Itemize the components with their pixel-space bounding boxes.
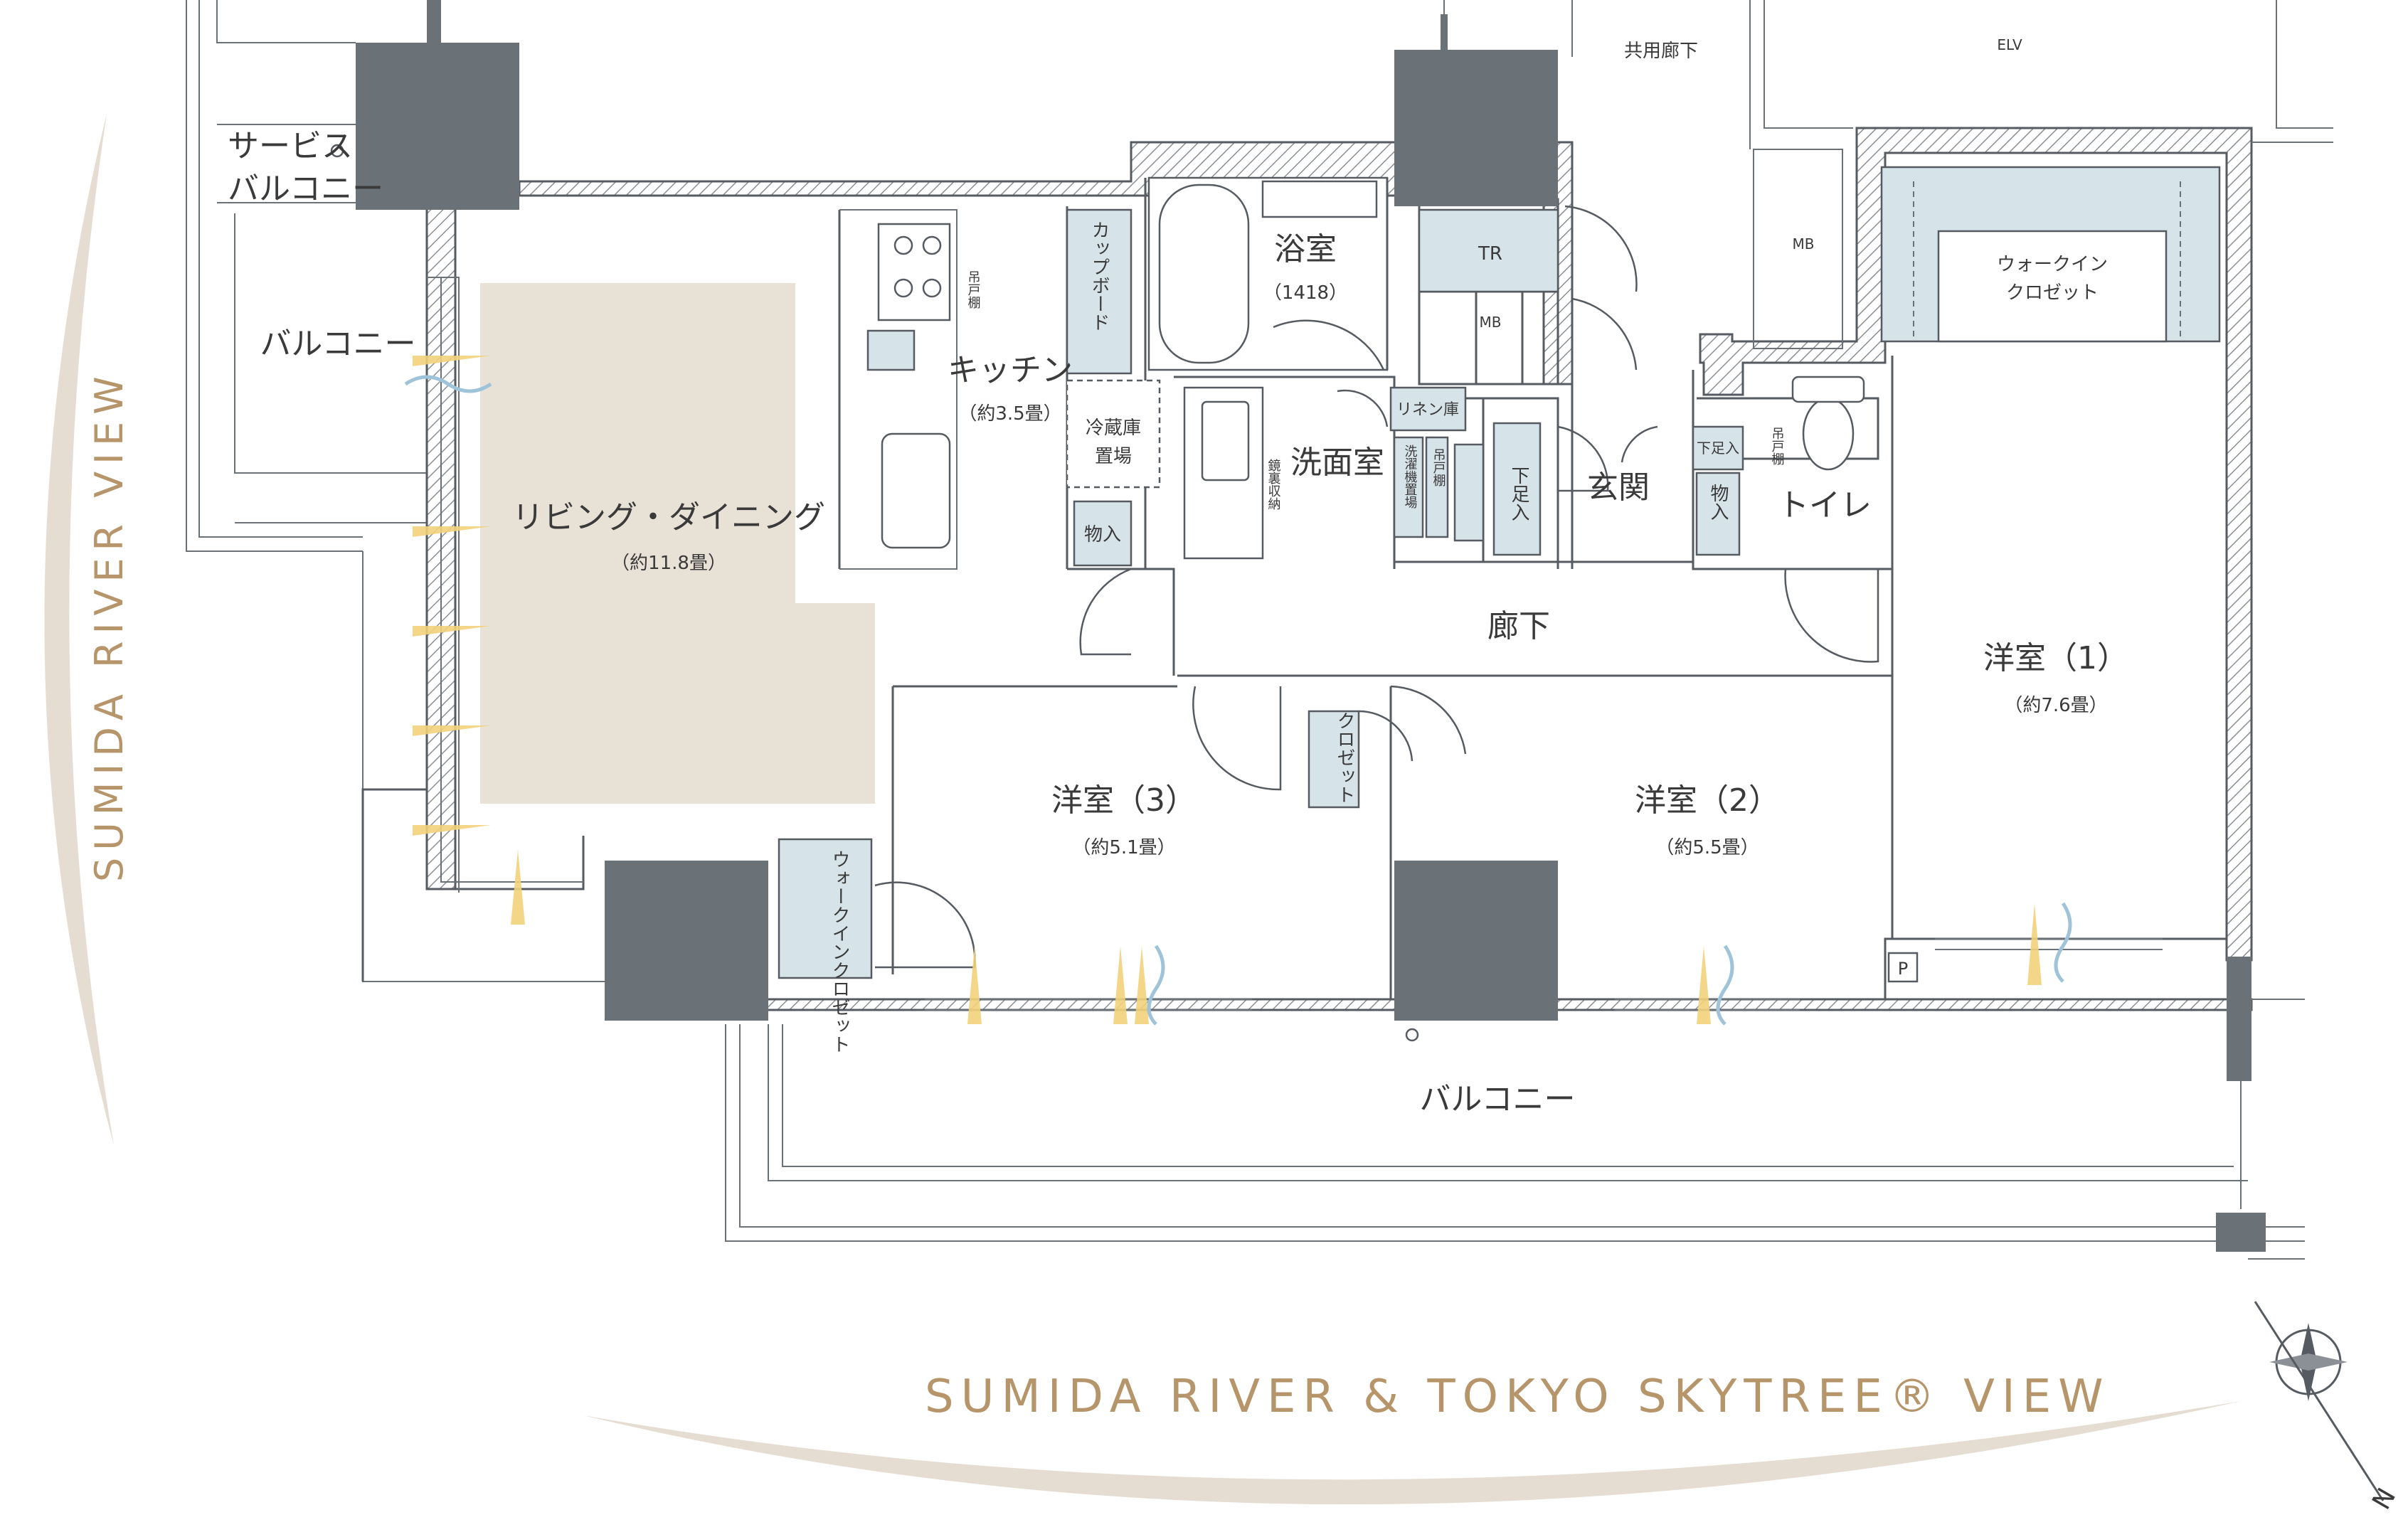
- doors: [874, 205, 1879, 969]
- ldk-floor: [480, 283, 875, 804]
- room3-size: （約5.1畳）: [1072, 837, 1175, 858]
- fridge-label-2: 置場: [1095, 446, 1132, 467]
- closet2-label: クロゼット: [1334, 711, 1355, 804]
- entrance-label: 玄関: [1587, 469, 1650, 506]
- fridge-label-1: 冷蔵庫: [1086, 417, 1141, 439]
- balcony-tap: [1405, 1028, 1419, 1042]
- kitchen-hanging-shelf: 吊戸棚: [966, 270, 981, 309]
- bath-label: 浴室: [1274, 231, 1337, 267]
- toilet-label: トイレ: [1778, 487, 1872, 523]
- room1-size: （約7.6畳）: [2004, 695, 2107, 716]
- left-balcony-outline: [186, 0, 612, 982]
- bottom-view-arc: [583, 1401, 2241, 1505]
- compass-icon: [2254, 1301, 2385, 1501]
- balcony-left-label: バルコニー: [260, 326, 415, 362]
- p-box: [1887, 952, 1919, 983]
- service-tap: [330, 144, 344, 158]
- walkin1-label-1: ウォークイン: [1997, 254, 2108, 275]
- mirror-storage-label: 鏡裏収納: [1266, 459, 1281, 510]
- kitchen-size: （約3.5畳）: [958, 403, 1061, 425]
- bath-size: （1418）: [1263, 282, 1347, 304]
- room2-size: （約5.5畳）: [1655, 837, 1759, 858]
- windows: [427, 277, 2163, 1011]
- bottom-balcony: [725, 999, 2305, 1260]
- kitchen-fixtures: [839, 208, 1161, 570]
- elv-label: ELV: [1997, 36, 2022, 53]
- cupboard-label: カップボード: [1088, 220, 1110, 331]
- room2-label: 洋室（2）: [1635, 782, 1780, 819]
- compass-north-label: N: [2367, 1484, 2402, 1515]
- p-label: P: [1898, 959, 1908, 979]
- toilet-hanging-shelf: 吊戸棚: [1770, 427, 1785, 466]
- entrance-storage-label: 物入: [1707, 484, 1729, 521]
- bottom-view-label: SUMIDA RIVER & TOKYO SKYTREE® VIEW: [925, 1371, 2111, 1423]
- left-view-label: SUMIDA RIVER VIEW: [87, 369, 132, 882]
- shoes-small-label: 下足入: [1697, 440, 1739, 457]
- living-dining-label: リビング・ダイニング: [512, 499, 825, 536]
- bath-fixtures: [778, 166, 2221, 979]
- structural-pillars: [356, 0, 2266, 1252]
- service-balcony-label-1: サービス: [228, 128, 353, 164]
- walkin1-label-2: クロゼット: [2006, 282, 2099, 304]
- wash-hanging-shelf: 吊戸棚: [1431, 448, 1446, 487]
- living-dining-size: （約11.8畳）: [611, 553, 726, 574]
- kitchen-storage-label: 物入: [1084, 524, 1121, 546]
- common-corridor-label: 共用廊下: [1624, 41, 1698, 62]
- tr-label: TR: [1478, 243, 1502, 265]
- balcony-bottom-label: バルコニー: [1419, 1081, 1575, 1117]
- linen-label: リネン庫: [1396, 401, 1459, 419]
- room1-label: 洋室（1）: [1983, 640, 2128, 676]
- mb-label-2: MB: [1793, 235, 1815, 252]
- kitchen-label: キッチン: [948, 352, 1073, 388]
- mb-label-1: MB: [1480, 314, 1502, 331]
- room3-label: 洋室（3）: [1051, 782, 1197, 819]
- light-wind-markers: [404, 356, 2072, 1026]
- corridor-label: 廊下: [1487, 608, 1550, 644]
- washer-label: 洗濯機置場: [1403, 445, 1418, 509]
- wash-room-label: 洗面室: [1290, 445, 1384, 481]
- walkin3-label: ウォークインクロゼット: [829, 850, 850, 1053]
- shoes-label: 下足入: [1508, 466, 1529, 521]
- service-balcony-label-2: バルコニー: [228, 171, 383, 207]
- left-view-arc: [44, 114, 114, 1145]
